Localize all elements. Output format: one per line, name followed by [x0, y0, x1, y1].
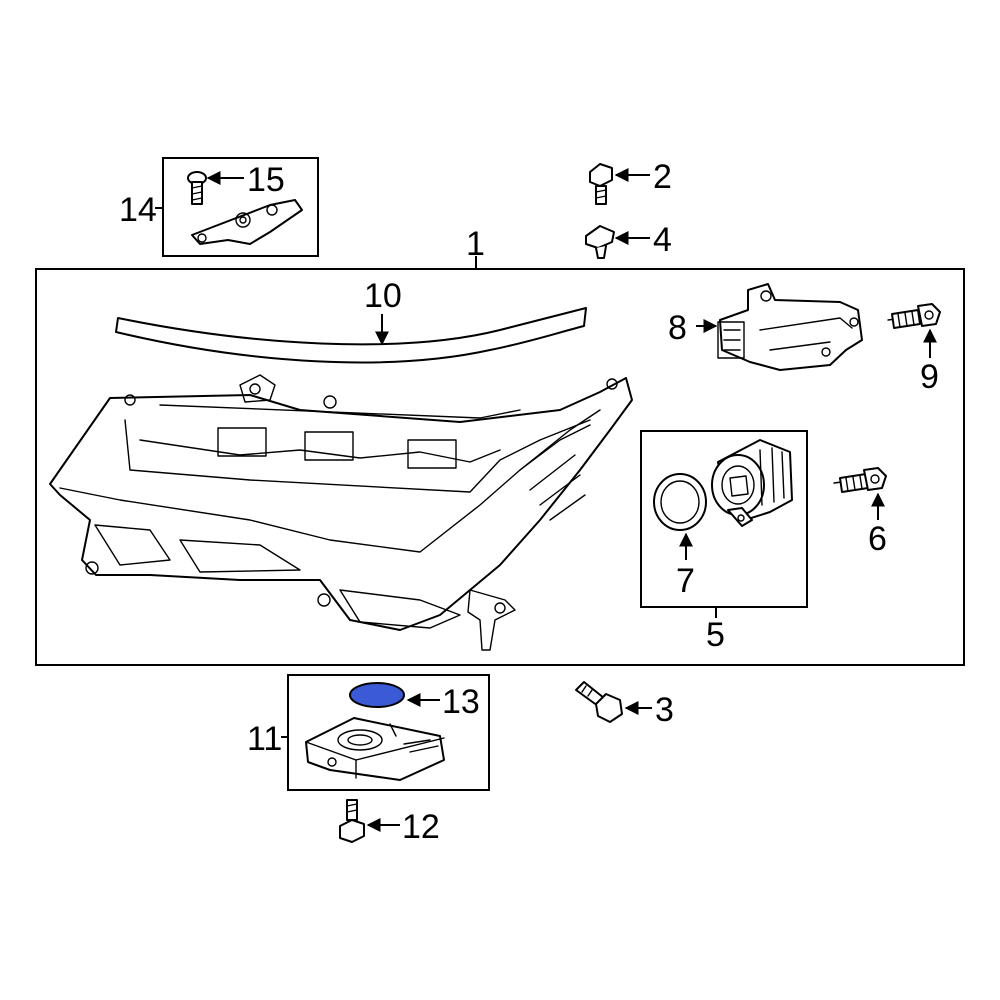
callout-3[interactable]: 3 [655, 691, 674, 729]
callout-15[interactable]: 15 [247, 161, 285, 199]
headlamp-assembly-frame [35, 268, 965, 666]
callout-4[interactable]: 4 [653, 221, 672, 259]
callout-8[interactable]: 8 [668, 309, 687, 347]
callout-1[interactable]: 1 [466, 225, 485, 263]
screw-part-9[interactable] [887, 303, 941, 329]
callout-12[interactable]: 12 [402, 808, 440, 846]
callout-9[interactable]: 9 [920, 358, 939, 396]
bolt-part-12[interactable] [339, 799, 365, 843]
callout-14[interactable]: 14 [119, 191, 157, 229]
ballast-part[interactable] [305, 717, 445, 781]
callout-11[interactable]: 11 [247, 720, 282, 758]
bolt-part-2[interactable] [589, 163, 613, 205]
callout-2[interactable]: 2 [653, 158, 672, 196]
callout-7[interactable]: 7 [676, 562, 695, 600]
bolt-part-3[interactable] [575, 681, 623, 723]
trim-strip-part[interactable] [115, 307, 587, 364]
ballast-kit-frame [287, 674, 490, 791]
bulb-kit-frame [640, 430, 808, 608]
callout-13[interactable]: 13 [442, 683, 480, 721]
module-part-8[interactable] [717, 283, 863, 371]
bulb-part[interactable] [711, 439, 793, 527]
clip-part-4[interactable] [585, 225, 615, 259]
mounting-bracket-part[interactable] [191, 199, 303, 245]
screw-part-6[interactable] [833, 467, 887, 493]
bracket-bolt-part[interactable] [187, 171, 207, 205]
seal-ring-part-7[interactable] [653, 473, 707, 531]
callout-5[interactable]: 5 [706, 616, 725, 654]
gasket-part-13[interactable] [349, 682, 405, 708]
callout-6[interactable]: 6 [868, 520, 887, 558]
headlamp-housing-part[interactable] [49, 374, 633, 651]
callout-10[interactable]: 10 [364, 277, 402, 315]
